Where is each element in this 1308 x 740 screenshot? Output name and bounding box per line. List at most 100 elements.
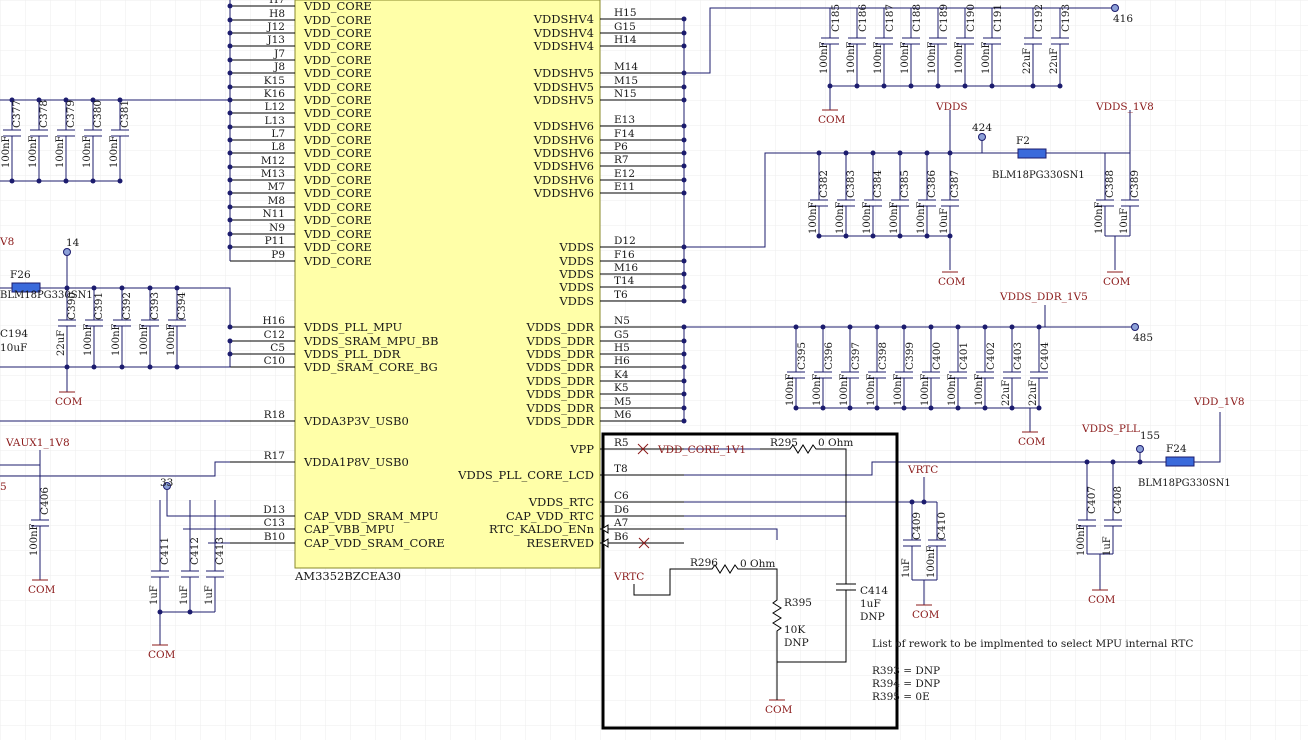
capacitor-c414[interactable]: C414 1uF DNP: [777, 470, 888, 663]
capacitor-c193-ref: C193: [1060, 4, 1072, 32]
ic-pin-label-M14: VDDSHV5: [533, 66, 594, 80]
resistor-r296[interactable]: R296 0 Ohm: [633, 557, 778, 596]
capacitor-c378[interactable]: C378 100nF: [28, 100, 50, 181]
ic-pin-number-C6: C6: [614, 490, 629, 502]
capacitor-c400-symbol: [922, 327, 940, 408]
ferrite-f26[interactable]: F26 BLM18PG330SN1: [0, 269, 93, 301]
ferrite-f26-part: BLM18PG330SN1: [0, 290, 93, 301]
junction-dot: [1137, 459, 1143, 465]
testpoint-424-label: 424: [972, 122, 992, 134]
ic-pin-label-K4: VDDS_DDR: [526, 374, 595, 388]
capacitor-c383-value: 100nF: [835, 201, 846, 234]
ic-pin-number-J8: J8: [273, 61, 285, 73]
capacitor-c188-ref: C188: [911, 4, 923, 32]
capacitor-c399-value: 100nF: [893, 373, 904, 406]
capacitor-c402-ref: C402: [985, 342, 997, 370]
resistor-r295[interactable]: R295 0 Ohm: [760, 437, 853, 470]
capacitor-c377-value: 100nF: [1, 135, 12, 168]
ic-pin-number-G15: G15: [614, 21, 636, 33]
ic-pin-number-H14: H14: [614, 34, 637, 46]
capacitor-c411-value: 1uF: [149, 585, 160, 605]
ic-pin-label-F14: VDDSHV6: [533, 133, 594, 147]
resistor-r395[interactable]: R395 10K DNP: [772, 596, 812, 700]
capacitor-c393-symbol: [141, 288, 159, 367]
wire: [684, 477, 937, 605]
ic-pin-number-M16: M16: [614, 262, 638, 274]
capacitor-c409-ref: C409: [911, 512, 923, 540]
capacitor-c413-value: 1uF: [204, 585, 215, 605]
ic-pin-number-N15: N15: [614, 88, 637, 100]
junction-dot: [227, 351, 233, 357]
no-connect-r5: [637, 443, 649, 455]
capacitor-c411-symbol: [151, 500, 169, 612]
ic-pin-number-N11: N11: [262, 208, 285, 220]
ic-pin-label-M6: VDDS_DDR: [526, 414, 595, 428]
capacitor-c380-symbol: [84, 100, 102, 181]
ic-pin-number-K4: K4: [614, 369, 629, 381]
capacitor-c193-symbol: [1051, 8, 1069, 86]
ic-pin-label-L8: VDD_CORE: [303, 146, 372, 160]
capacitor-c378-value: 100nF: [28, 135, 39, 168]
capacitor-c398-value: 100nF: [866, 373, 877, 406]
capacitor-c378-ref: C378: [38, 100, 50, 128]
net-vrtc-right: VRTC: [907, 464, 938, 476]
ic-pin-number-L12: L12: [265, 101, 285, 113]
ferrite-f24[interactable]: F24 BLM18PG330SN1: [1138, 443, 1231, 489]
capacitor-c397-ref: C397: [850, 342, 862, 370]
ic-body[interactable]: [294, 0, 601, 569]
ic-pin-number-F14: F14: [614, 128, 635, 140]
ic-pin-number-E13: E13: [614, 114, 635, 126]
ic-pin-label-K5: VDDS_DDR: [526, 387, 595, 401]
capacitor-c399-symbol: [895, 327, 913, 408]
capacitor-c409-symbol: [903, 502, 921, 580]
ferrite-f2[interactable]: F2 BLM18PG330SN1: [992, 135, 1085, 181]
ic-pin-number-B6: B6: [614, 531, 629, 543]
com-symbol: COM: [1018, 431, 1046, 448]
